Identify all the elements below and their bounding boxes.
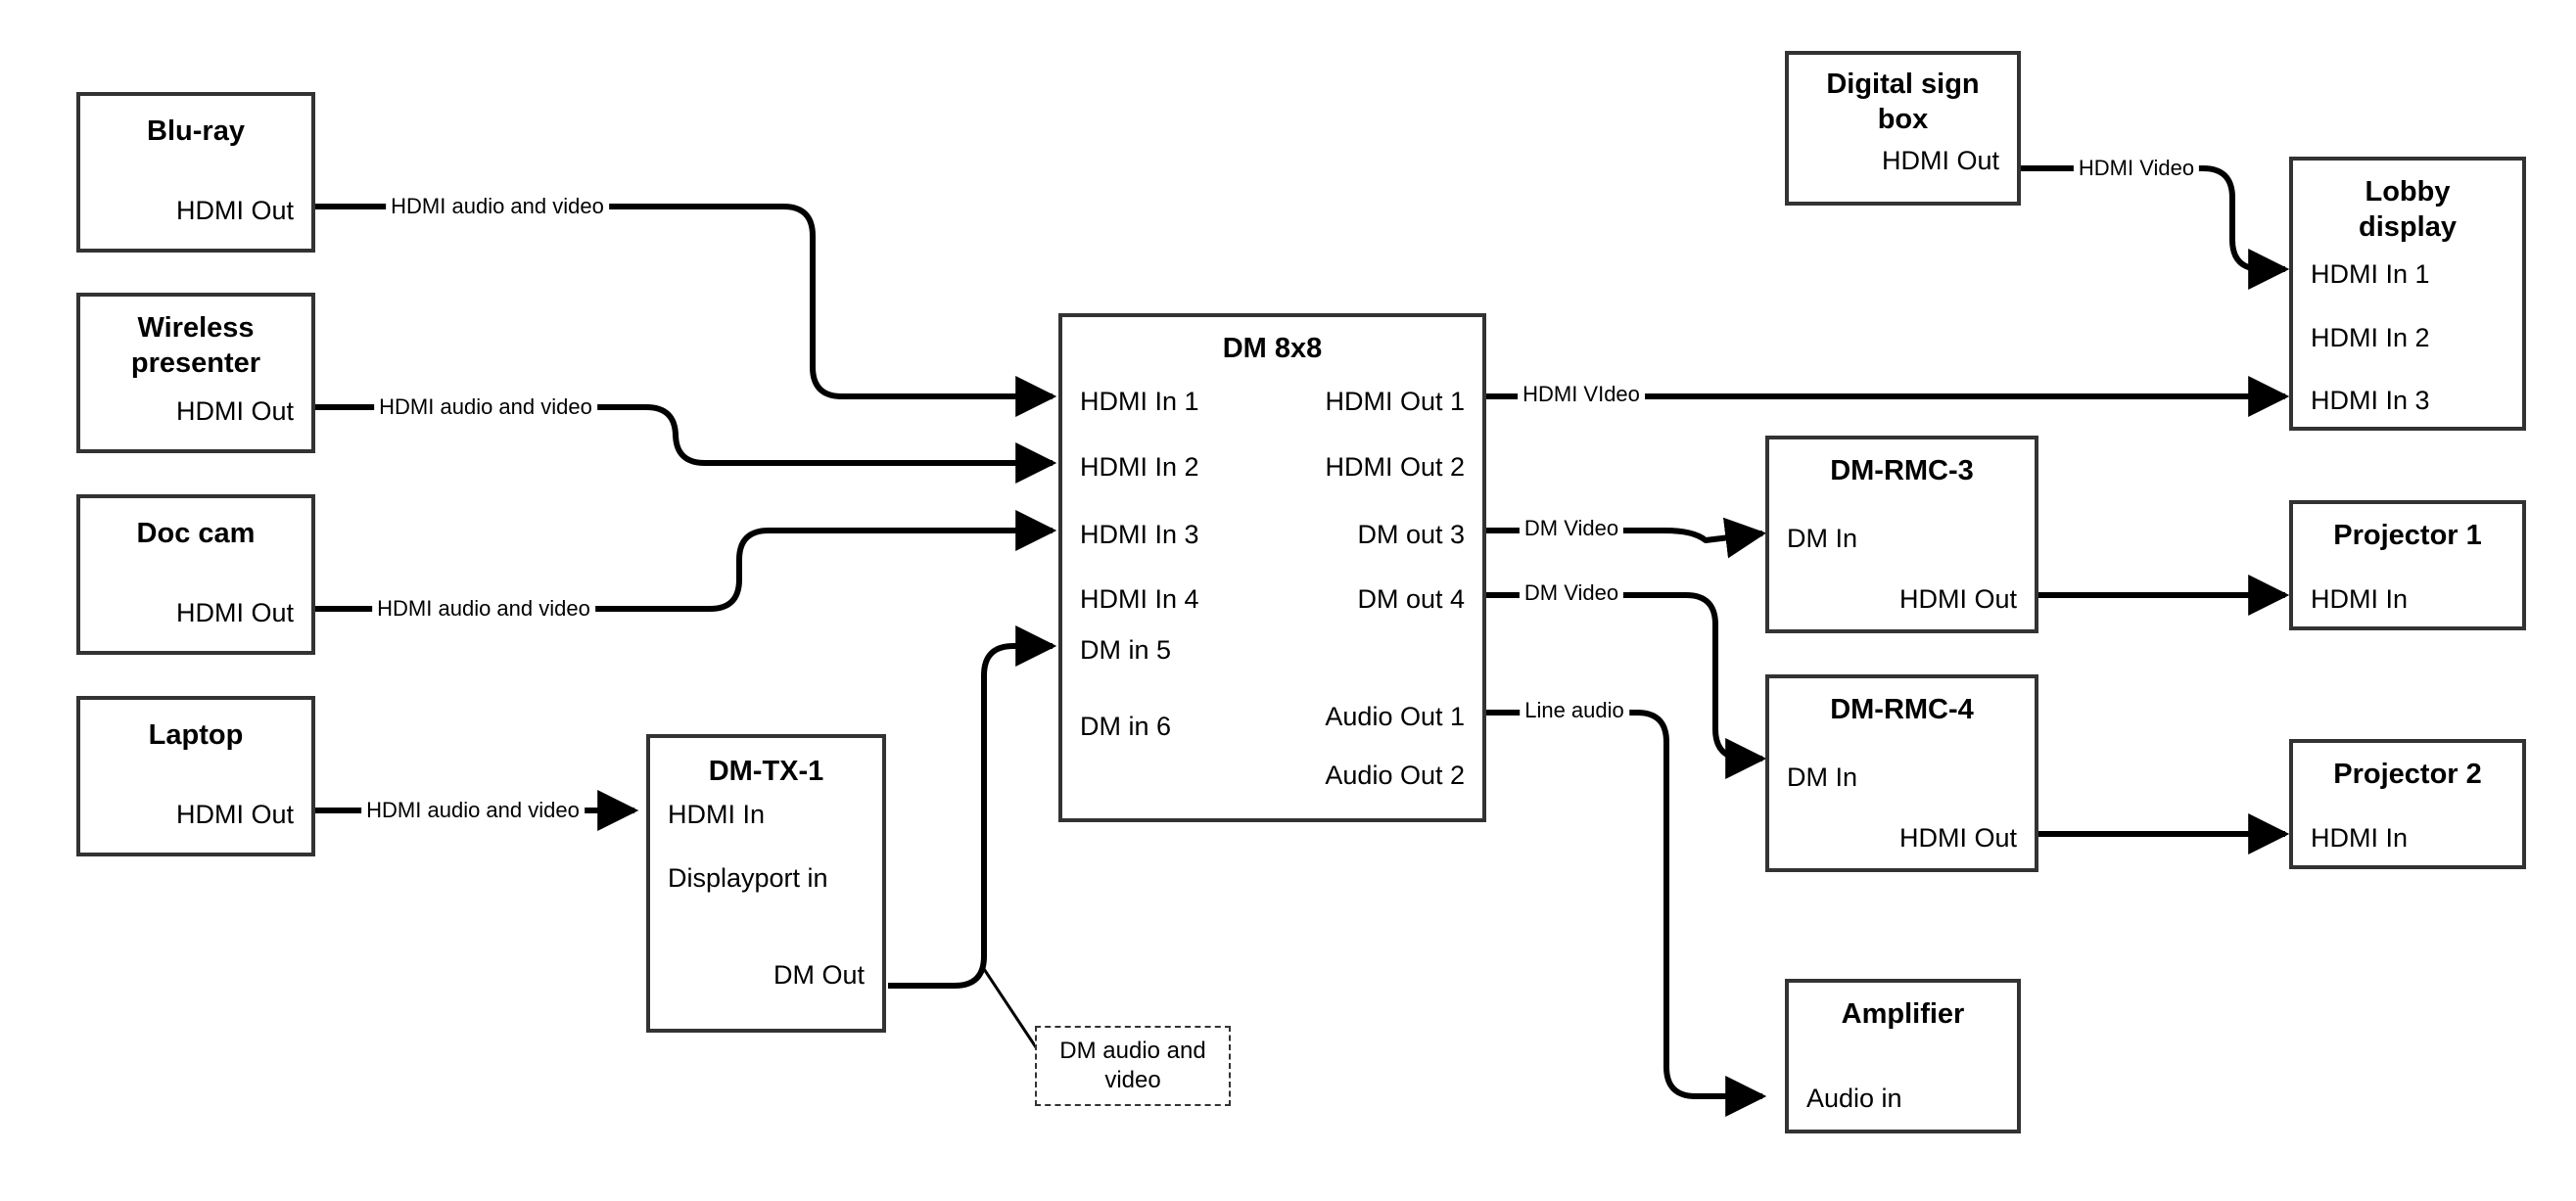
port-dmtx1-displayport-in: Displayport in	[668, 863, 828, 893]
port-dmtx1-dm-out: DM Out	[773, 960, 865, 990]
port-amplifier-audio-in: Audio in	[1806, 1084, 1902, 1113]
node-lobby-display-title: Lobby display	[2359, 176, 2457, 243]
port-dmrmc4-hdmi-out: HDMI Out	[1898, 823, 2017, 853]
node-dm-tx-1-title: DM-TX-1	[708, 756, 824, 787]
edge-label-doccam-to-dm: HDMI audio and video	[372, 596, 595, 622]
node-laptop[interactable]: Laptop HDMI Out	[76, 696, 315, 856]
port-dm8x8-audio-out-2: Audio Out 2	[1325, 761, 1465, 790]
port-dmrmc3-hdmi-out: HDMI Out	[1898, 584, 2017, 614]
port-dm8x8-dm-in-6: DM in 6	[1080, 712, 1172, 741]
port-dmtx1-hdmi-in: HDMI In	[668, 800, 766, 829]
edge-label-sign-to-lobby: HDMI Video	[2073, 156, 2200, 181]
port-dmrmc4-dm-in: DM In	[1787, 762, 1858, 792]
edge-label-dm-dmout3: DM Video	[1519, 516, 1624, 541]
node-projector-2-title: Projector 2	[2333, 759, 2482, 790]
node-wireless-presenter[interactable]: Wireless presenter HDMI Out	[76, 293, 315, 453]
port-dmrmc3-dm-in: DM In	[1787, 524, 1858, 553]
node-bluray-title: Blu-ray	[147, 115, 245, 147]
node-digital-sign-box[interactable]: Digital sign box HDMI Out	[1785, 51, 2021, 206]
node-amplifier[interactable]: Amplifier Audio in	[1785, 979, 2021, 1133]
edge-label-dm-hdmiout1: HDMI VIdeo	[1518, 382, 1645, 407]
port-dm8x8-dm-out-3: DM out 3	[1357, 520, 1465, 549]
port-dm8x8-hdmi-in-2: HDMI In 2	[1080, 452, 1199, 482]
port-dm8x8-hdmi-out-1: HDMI Out 1	[1325, 387, 1465, 416]
port-dm8x8-hdmi-in-3: HDMI In 3	[1080, 520, 1199, 549]
wire-bluray-to-dm-in1	[315, 204, 1057, 417]
edge-label-wireless-to-dm: HDMI audio and video	[374, 394, 597, 420]
node-doc-cam-title: Doc cam	[136, 518, 256, 549]
port-dm8x8-audio-out-1: Audio Out 1	[1325, 702, 1465, 731]
node-wireless-presenter-title: Wireless presenter	[130, 312, 261, 379]
edge-label-bluray-to-dm: HDMI audio and video	[386, 194, 609, 219]
port-lobby-hdmi-in-1: HDMI In 1	[2311, 259, 2430, 289]
node-digital-sign-box-title: Digital sign box	[1826, 69, 1980, 135]
node-amplifier-title: Amplifier	[1841, 998, 1965, 1030]
node-projector-1[interactable]: Projector 1 HDMI In	[2289, 500, 2526, 630]
node-bluray[interactable]: Blu-ray HDMI Out	[76, 92, 315, 253]
edge-label-dm-dmout4: DM Video	[1519, 580, 1624, 606]
edge-label-dm-audioout1: Line audio	[1520, 698, 1629, 723]
wire-dm-audioout1-to-amp	[1486, 710, 1767, 1117]
port-bluray-hdmi-out: HDMI Out	[175, 196, 294, 225]
port-signbox-hdmi-out: HDMI Out	[1881, 146, 1999, 175]
port-lobby-hdmi-in-2: HDMI In 2	[2311, 323, 2430, 352]
node-dm-rmc-3-title: DM-RMC-3	[1830, 455, 1974, 486]
port-lobby-hdmi-in-3: HDMI In 3	[2311, 386, 2430, 415]
port-dm8x8-dm-out-4: DM out 4	[1357, 584, 1465, 614]
node-dm-rmc-3[interactable]: DM-RMC-3 DM In HDMI Out	[1765, 436, 2038, 633]
port-projector2-hdmi-in: HDMI In	[2311, 823, 2409, 853]
port-projector1-hdmi-in: HDMI In	[2311, 584, 2409, 614]
port-dm8x8-hdmi-in-1: HDMI In 1	[1080, 387, 1199, 416]
node-dm-tx-1[interactable]: DM-TX-1 HDMI In Displayport in DM Out	[646, 734, 886, 1033]
node-dm-rmc-4-title: DM-RMC-4	[1830, 694, 1974, 725]
node-projector-2[interactable]: Projector 2 HDMI In	[2289, 739, 2526, 869]
port-dm8x8-hdmi-in-4: HDMI In 4	[1080, 584, 1199, 614]
node-dm-rmc-4[interactable]: DM-RMC-4 DM In HDMI Out	[1765, 674, 2038, 872]
node-dm-8x8-title: DM 8x8	[1222, 333, 1323, 364]
port-wireless-hdmi-out: HDMI Out	[175, 396, 294, 426]
callout-dm-audio-video: DM audio and video	[1035, 1026, 1231, 1106]
node-doc-cam[interactable]: Doc cam HDMI Out	[76, 494, 315, 655]
node-projector-1-title: Projector 1	[2333, 520, 2482, 551]
edge-label-laptop-to-tx: HDMI audio and video	[361, 798, 585, 823]
port-dm8x8-hdmi-out-2: HDMI Out 2	[1325, 452, 1465, 482]
node-lobby-display[interactable]: Lobby display HDMI In 1 HDMI In 2 HDMI I…	[2289, 157, 2526, 431]
wire-sign-to-lobby-in1	[2021, 165, 2290, 290]
wire-dm-dmout4-to-rmc4	[1486, 592, 1767, 779]
port-doccam-hdmi-out: HDMI Out	[175, 598, 294, 627]
port-dm8x8-dm-in-5: DM in 5	[1080, 635, 1172, 665]
port-laptop-hdmi-out: HDMI Out	[175, 800, 294, 829]
node-laptop-title: Laptop	[148, 719, 244, 751]
wire-tx-to-dm-in5	[888, 625, 1057, 989]
node-dm-8x8[interactable]: DM 8x8 HDMI In 1 HDMI In 2 HDMI In 3 HDM…	[1058, 313, 1486, 822]
